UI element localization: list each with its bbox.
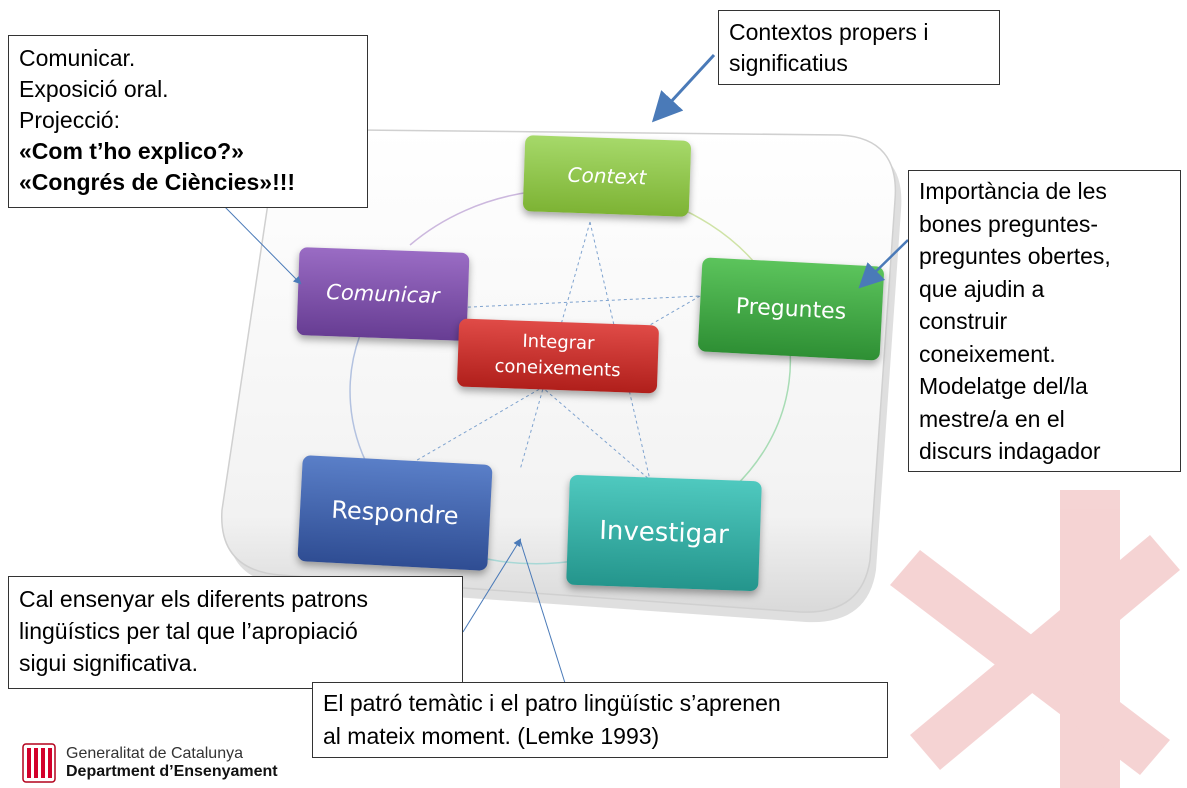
footer-line2: Department d’Ensenyament xyxy=(66,763,278,780)
callout-comunicar: Comunicar. Exposició oral. Projecció: «C… xyxy=(8,35,368,208)
callout-contextos: Contextos propers i significatius xyxy=(718,10,1000,85)
callout-preguntes-line: coneixement. xyxy=(919,340,1056,367)
arrow-lemke xyxy=(519,539,566,684)
callout-preguntes-line: bones preguntes- xyxy=(919,210,1099,237)
callout-preguntes-line: discurs indagador xyxy=(919,438,1101,464)
callout-lemke: El patró temàtic i el patro lingüístic s… xyxy=(312,682,888,758)
footer-line1: Generalitat de Catalunya xyxy=(66,745,243,762)
callout-preguntes-line: Importància de les xyxy=(919,178,1107,204)
callout-preguntes-line: mestre/a en el xyxy=(919,405,1065,432)
arc-respondre-comunicar xyxy=(349,334,371,471)
callout-patrons-line: lingüístics per tal que l’apropiació xyxy=(19,618,358,644)
callout-comunicar-line: Exposició oral. xyxy=(19,76,169,102)
callout-patrons: Cal ensenyar els diferents patrons lingü… xyxy=(8,576,463,689)
arrow-preguntes xyxy=(858,239,909,289)
generalitat-logo-icon xyxy=(22,743,56,783)
callout-lemke-line: al mateix moment. (Lemke 1993) xyxy=(323,723,660,749)
arc-comunicar-context xyxy=(409,191,531,246)
callout-comunicar-bold: «Congrés de Ciències»!!! xyxy=(19,169,296,195)
arrow-contextos xyxy=(651,53,716,123)
callout-preguntes-line: Modelatge del/la xyxy=(919,373,1088,399)
star-line xyxy=(399,295,701,471)
callout-patrons-line: Cal ensenyar els diferents patrons xyxy=(19,586,369,612)
callout-patrons-line: sigui significativa. xyxy=(19,650,198,676)
callout-comunicar-bold: «Com t’ho explico?» xyxy=(19,138,244,164)
arrow-comunicar xyxy=(224,206,302,285)
callout-preguntes-line: preguntes obertes, xyxy=(919,243,1111,269)
callout-lemke-line: El patró temàtic i el patro lingüístic s… xyxy=(323,690,781,716)
callout-contextos-line: Contextos propers i xyxy=(729,19,929,45)
watermark-asterisk xyxy=(890,490,1180,788)
callout-contextos-line: significatius xyxy=(729,50,848,76)
callout-preguntes-line: construir xyxy=(919,308,1008,334)
callout-comunicar-line: Comunicar. xyxy=(19,45,136,71)
arrow-patrons xyxy=(462,538,522,633)
callout-preguntes: Importància de les bones preguntes- preg… xyxy=(908,170,1181,472)
callout-preguntes-line: que ajudin a xyxy=(919,275,1045,302)
callout-comunicar-line: Projecció: xyxy=(19,107,120,133)
footer-brand: Generalitat de Catalunya Department d’En… xyxy=(22,742,278,784)
